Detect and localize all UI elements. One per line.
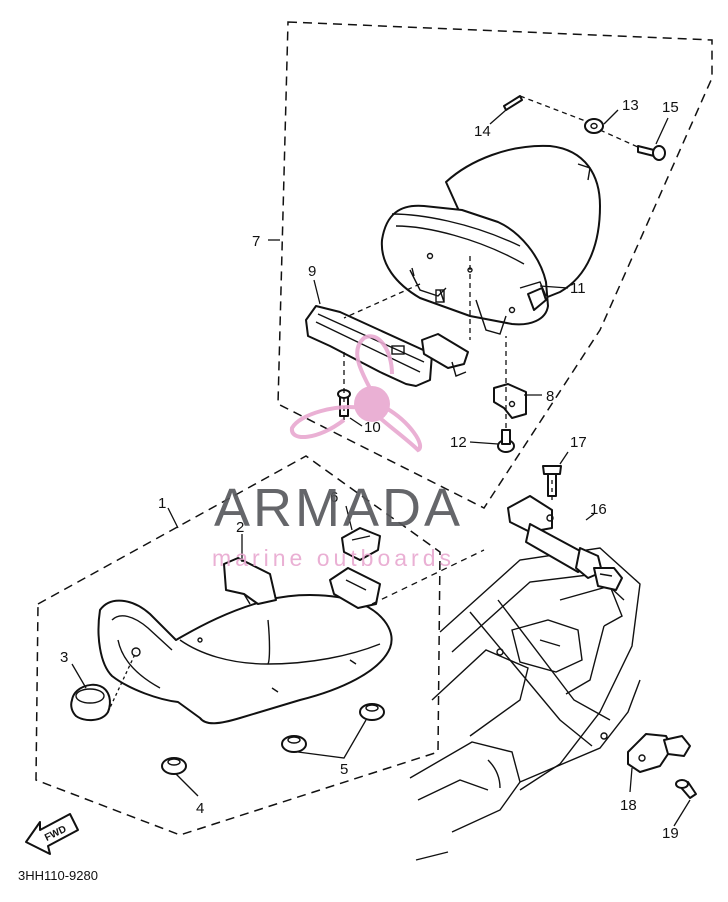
callout-5: 5 bbox=[340, 761, 348, 778]
callout-9: 9 bbox=[308, 263, 316, 280]
reference-code: 3HH110-9280 bbox=[18, 868, 98, 883]
callout-8: 8 bbox=[546, 388, 554, 405]
wm-pink-blade-left bbox=[290, 405, 363, 440]
callout-1: 1 bbox=[158, 495, 166, 512]
callout-15: 15 bbox=[662, 99, 679, 116]
seat-stay-bracket bbox=[493, 383, 527, 419]
collar bbox=[584, 118, 604, 134]
seat-strap bbox=[223, 557, 277, 605]
damper-5-right bbox=[359, 703, 385, 721]
frame bbox=[409, 547, 641, 861]
watermark: ARMADA marine outboards bbox=[212, 334, 463, 571]
callout-4: 4 bbox=[196, 800, 204, 817]
damper-5-left bbox=[281, 735, 307, 753]
callout-12: 12 bbox=[450, 434, 467, 451]
seat-hook bbox=[527, 287, 547, 311]
seat-lock bbox=[627, 733, 691, 773]
leader-lines bbox=[71, 95, 691, 827]
bolt-10 bbox=[337, 389, 351, 417]
callout-11: 11 bbox=[570, 280, 586, 297]
wm-pink-blade-top bbox=[355, 334, 394, 393]
wm-pink-hub bbox=[354, 386, 390, 422]
pin bbox=[503, 95, 523, 111]
callout-6: 6 bbox=[330, 489, 338, 506]
fwd-arrow-icon: FWD bbox=[25, 813, 79, 855]
callout-17: 17 bbox=[570, 434, 587, 451]
seat-bracket bbox=[305, 305, 433, 387]
callout-10: 10 bbox=[364, 419, 381, 436]
propeller-logo-icon bbox=[290, 334, 422, 453]
callout-19: 19 bbox=[662, 825, 679, 842]
wm-pink-blade-right bbox=[378, 406, 422, 453]
rear-seat-assembly-boundary bbox=[277, 21, 713, 509]
callout-3: 3 bbox=[60, 649, 68, 666]
knob bbox=[70, 683, 111, 722]
nut-12 bbox=[497, 429, 515, 453]
callout-14: 14 bbox=[474, 123, 491, 140]
screw-19 bbox=[675, 779, 697, 799]
callout-7: 7 bbox=[252, 233, 260, 250]
seat-lock-cable-assembly bbox=[507, 495, 623, 591]
bolt-15 bbox=[637, 145, 666, 161]
callout-13: 13 bbox=[622, 97, 639, 114]
watermark-brand: ARMADA bbox=[214, 478, 463, 538]
hinge-plate bbox=[421, 333, 469, 377]
damper-6 bbox=[341, 527, 381, 561]
front-seat bbox=[97, 594, 393, 725]
watermark-tagline: marine outboards bbox=[212, 545, 455, 571]
callout-16: 16 bbox=[590, 501, 607, 518]
damper-4 bbox=[161, 757, 187, 775]
seat-hook-bracket bbox=[329, 567, 381, 609]
callout-2: 2 bbox=[236, 519, 244, 536]
callouts: 1 2 3 4 5 6 7 8 9 10 11 12 13 14 15 16 1… bbox=[60, 97, 679, 842]
rear-seat bbox=[380, 144, 601, 335]
bolt-17 bbox=[542, 465, 562, 497]
callout-18: 18 bbox=[620, 797, 637, 814]
front-seat-assembly-boundary bbox=[35, 455, 441, 836]
